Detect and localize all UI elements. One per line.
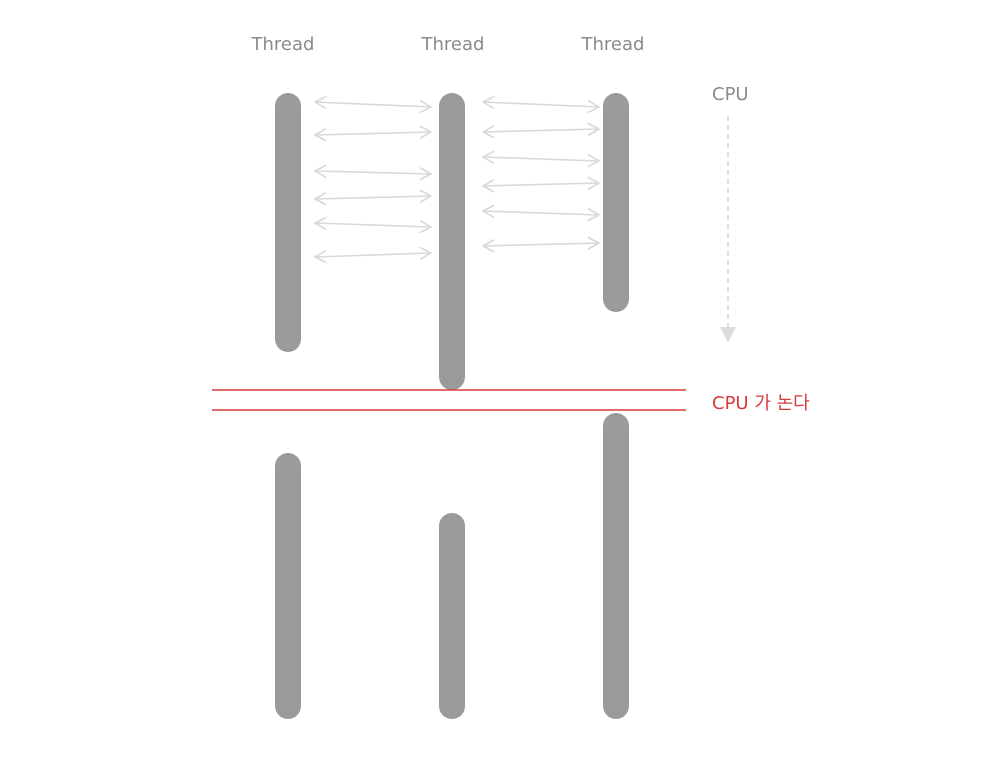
exchange-arrow-icon-t1-t2-4: [314, 189, 432, 206]
thread-label-1: Thread: [251, 34, 315, 55]
thread-2-upper-bar: [439, 93, 465, 390]
thread-1-lower-bar: [275, 453, 301, 719]
exchange-arrow-icon-t1-t2-2: [314, 125, 432, 142]
exchange-arrows: [314, 95, 600, 264]
exchange-arrow-icon-t2-t3-1: [482, 95, 600, 114]
exchange-arrow-icon-t2-t3-6: [482, 236, 600, 253]
exchange-arrow-icon-t2-t3-4: [482, 176, 600, 193]
thread-label-2: Thread: [421, 34, 485, 55]
exchange-arrow-icon-t1-t2-5: [314, 216, 432, 234]
cpu-label: CPU: [712, 84, 749, 105]
thread-label-3: Thread: [581, 34, 645, 55]
thread-3-upper-bar: [603, 93, 629, 312]
cpu-idle-label: CPU 가 논다: [712, 393, 810, 414]
thread-1-upper-bar: [275, 93, 301, 352]
exchange-arrow-icon-t2-t3-3: [482, 150, 600, 168]
exchange-arrow-icon-t1-t2-1: [314, 95, 432, 114]
exchange-arrow-icon-t2-t3-5: [482, 204, 600, 222]
exchange-arrow-icon-t2-t3-2: [482, 122, 600, 139]
thread-2-lower-bar: [439, 513, 465, 719]
exchange-arrow-icon-t1-t2-3: [314, 164, 432, 181]
timeline-arrowhead-icon: [720, 327, 736, 343]
exchange-arrow-icon-t1-t2-6: [314, 246, 432, 264]
thread-3-lower-bar: [603, 413, 629, 719]
